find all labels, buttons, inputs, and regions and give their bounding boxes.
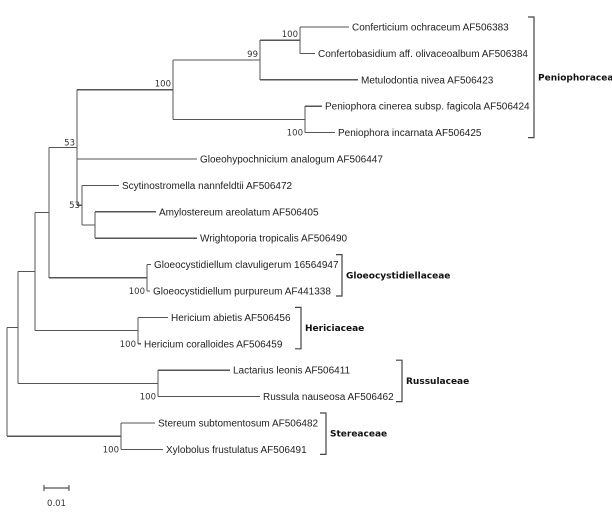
clade-bracket bbox=[320, 412, 327, 455]
taxon-label: Lactarius leonis AF506411 bbox=[233, 366, 351, 377]
clade-brackets: PeniophoraceaeGloeocystidiellaceaeHerici… bbox=[295, 16, 612, 455]
support-values: 53 100 99 100 100 53 100 100 100 100 bbox=[64, 30, 303, 455]
scale-bar: 0.01 bbox=[43, 485, 70, 509]
taxon-label: Scytinostromella nannfeldtii AF506472 bbox=[122, 181, 293, 192]
clade-bracket bbox=[528, 16, 535, 139]
bootstrap-value: 100 bbox=[129, 287, 145, 297]
bootstrap-value: 100 bbox=[282, 30, 298, 40]
clade-label: Russulaceae bbox=[406, 377, 469, 387]
taxon-label: Metulodontia nivea AF506423 bbox=[361, 75, 494, 86]
clade-label: Gloeocystidiellaceae bbox=[346, 271, 450, 281]
taxon-label: Amylostereum areolatum AF506405 bbox=[159, 207, 319, 218]
scale-bar-label: 0.01 bbox=[47, 499, 66, 509]
taxon-label: Wrightoporia tropicalis AF506490 bbox=[200, 234, 348, 245]
bootstrap-value: 100 bbox=[120, 340, 136, 350]
taxon-label: Gloeocystidiellum purpureum AF441338 bbox=[153, 287, 331, 298]
taxon-label: Hericium coralloides AF506459 bbox=[144, 339, 283, 350]
clade-label: Peniophoraceae bbox=[538, 73, 612, 83]
taxon-label: Gloeocystidiellum clavuligerum 16564947 bbox=[154, 260, 339, 271]
bootstrap-value: 53 bbox=[64, 138, 75, 148]
taxon-label: Russula nauseosa AF506462 bbox=[263, 392, 394, 403]
taxon-label: Stereum subtomentosum AF506482 bbox=[158, 419, 319, 430]
bootstrap-value: 53 bbox=[69, 201, 80, 211]
clade-label: Stereaceae bbox=[330, 430, 387, 440]
taxon-label: Gloeohypochnicium analogum AF506447 bbox=[200, 155, 383, 166]
leaf-labels: Conferticium ochraceum AF506383Confertob… bbox=[122, 23, 530, 456]
tree-branches bbox=[6, 26, 358, 450]
clade-bracket bbox=[295, 306, 302, 350]
taxon-label: Peniophora incarnata AF506425 bbox=[338, 128, 482, 139]
taxon-label: Hericium abietis AF506456 bbox=[171, 313, 291, 324]
bootstrap-value: 100 bbox=[140, 393, 156, 403]
taxon-label: Confertobasidium aff. olivaceoalbum AF50… bbox=[318, 49, 528, 60]
bootstrap-value: 100 bbox=[155, 80, 171, 90]
taxon-label: Conferticium ochraceum AF506383 bbox=[352, 23, 509, 34]
bootstrap-value: 100 bbox=[287, 129, 303, 139]
clade-bracket bbox=[396, 359, 403, 403]
bootstrap-value: 99 bbox=[247, 50, 258, 60]
taxon-label: Xylobolus frustulatus AF506491 bbox=[166, 445, 307, 456]
clade-bracket bbox=[336, 254, 343, 297]
bootstrap-value: 100 bbox=[103, 445, 119, 455]
taxon-label: Peniophora cinerea subsp. fagicola AF506… bbox=[325, 102, 530, 113]
clade-label: Hericiaceae bbox=[305, 324, 364, 334]
